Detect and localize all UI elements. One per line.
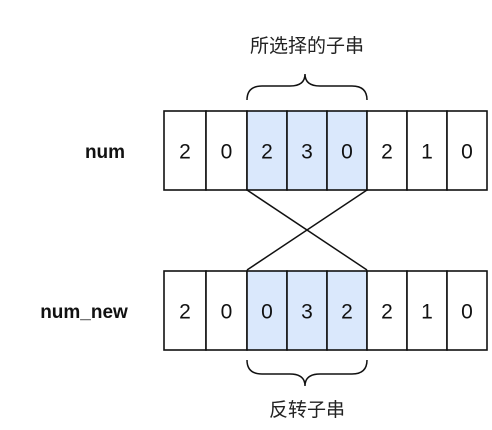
num-new-array: 2 0 0 3 2 2 1 0 [163,270,488,351]
row-label-num: num [85,142,125,163]
highlighted-cell [246,110,288,191]
array-cell [446,270,488,351]
cell-digit: 0 [461,301,473,324]
array-cell [163,270,207,351]
row-label-num-new: num_new [40,302,128,323]
cell-digit: 2 [341,301,353,324]
bottom-brace [246,359,368,387]
array-cell [163,110,207,191]
array-cell [406,110,448,191]
array-cell [205,110,248,191]
cell-digit: 3 [301,301,313,324]
cell-digit: 2 [179,141,191,164]
array-cell [366,110,408,191]
cell-digit: 0 [341,141,353,164]
highlighted-cell [286,270,328,351]
cell-digit: 3 [301,141,313,164]
array-cell [406,270,448,351]
cell-digit: 1 [421,301,433,324]
highlighted-cell [246,270,288,351]
cell-digit: 2 [381,141,393,164]
cell-digit: 0 [261,301,273,324]
array-cell [446,110,488,191]
cell-digit: 0 [221,141,233,164]
cell-digit: 2 [261,141,273,164]
top-caption: 所选择的子串 [250,35,364,57]
num-array: 2 0 2 3 0 2 1 0 [163,110,488,191]
array-cell [366,270,408,351]
cell-digit: 0 [221,301,233,324]
array-cell [205,270,248,351]
cell-digit: 2 [179,301,191,324]
top-brace [246,73,368,101]
highlighted-cell [326,110,368,191]
bottom-caption: 反转子串 [269,399,345,421]
cell-digit: 1 [421,141,433,164]
cell-digit: 0 [461,141,473,164]
cross-line-right [246,189,368,271]
cell-digit: 2 [381,301,393,324]
